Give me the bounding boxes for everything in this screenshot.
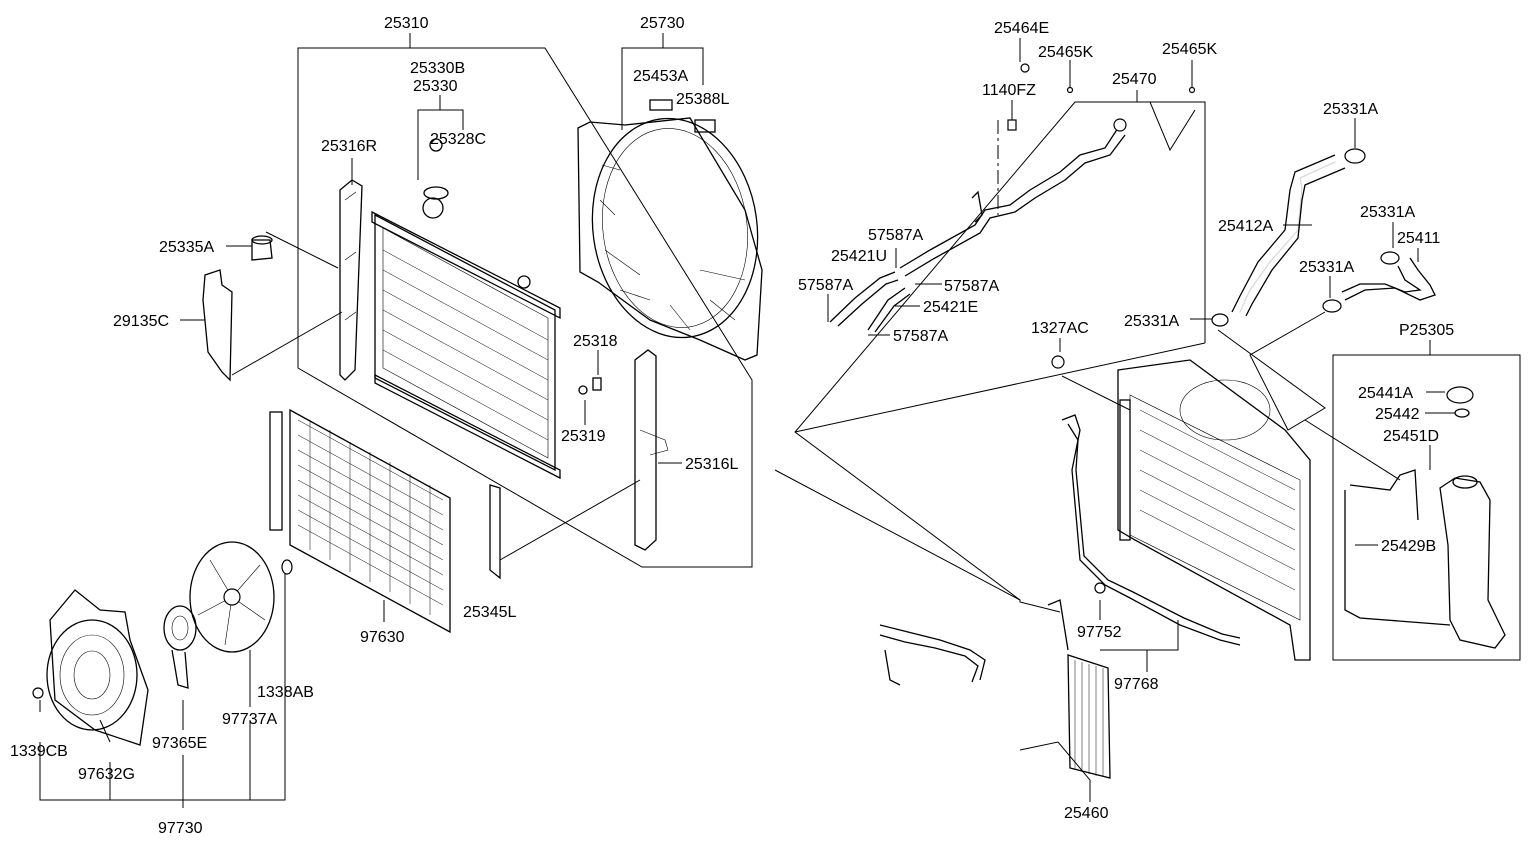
fan-blade-part (189, 541, 275, 653)
clip-part-2 (1188, 86, 1196, 94)
label-25460: 25460 (1064, 805, 1109, 822)
label-25345l: 25345L (463, 604, 516, 621)
oil-cooler-part (1047, 599, 1111, 779)
label-25412a: 25412A (1218, 218, 1273, 235)
label-25331a-mid: 25331A (1360, 204, 1415, 221)
side-seal-left-part (634, 349, 669, 551)
label-25429b: 25429B (1381, 538, 1436, 555)
part-number-labels: 25310 25730 25464E 25465K 25465K 25470 2… (10, 15, 1454, 837)
radiator-assembly-part (1117, 359, 1311, 661)
label-25465k-a: 25465K (1038, 44, 1093, 61)
fan-shroud-part (577, 99, 763, 361)
label-25451d: 25451D (1383, 428, 1439, 445)
label-97737a: 97737A (222, 711, 277, 728)
nut-1327ac-part (1051, 355, 1065, 369)
lower-hose-part (1322, 251, 1436, 313)
label-25730: 25730 (640, 15, 685, 32)
label-1327ac: 1327AC (1031, 320, 1089, 337)
label-29135c: 29135C (113, 313, 169, 330)
label-97752: 97752 (1077, 624, 1122, 641)
bracket-part (489, 484, 501, 580)
label-57587a-3: 57587A (944, 278, 999, 295)
label-25335a: 25335A (159, 239, 214, 256)
label-25388l: 25388L (676, 91, 729, 108)
label-25441a: 25441A (1358, 385, 1413, 402)
label-57587a-2: 57587A (798, 277, 853, 294)
label-25316r: 25316R (321, 138, 377, 155)
label-25331a-top: 25331A (1323, 101, 1378, 118)
overflow-hose-part (1344, 469, 1451, 626)
label-97632g: 97632G (78, 766, 135, 783)
drain-plug-part (578, 377, 602, 395)
transmission-pipe-part (879, 624, 986, 686)
bolt-part (1020, 63, 1030, 73)
label-25331a-r: 25331A (1299, 259, 1354, 276)
label-25330b: 25330B (410, 60, 465, 77)
label-25411: 25411 (1397, 230, 1440, 247)
label-57587a-1: 57587A (868, 227, 923, 244)
label-1339cb: 1339CB (10, 743, 68, 760)
label-1140fz: 1140FZ (982, 82, 1036, 99)
label-97768: 97768 (1114, 676, 1159, 693)
label-25310: 25310 (384, 15, 429, 32)
fan-motor-part (163, 605, 197, 689)
fan-shroud-assembly-part (32, 589, 149, 746)
label-25318: 25318 (573, 333, 618, 350)
label-25464e: 25464E (994, 20, 1049, 37)
label-25421e: 25421E (923, 299, 978, 316)
label-1338ab: 1338AB (257, 684, 314, 701)
label-25331a-l: 25331A (1124, 313, 1179, 330)
radiator-part (371, 186, 561, 480)
label-57587a-4: 57587A (893, 328, 948, 345)
oil-cooler-pipe-part (899, 118, 1127, 277)
reservoir-tank-part (1439, 386, 1506, 649)
label-25316l: 25316L (685, 456, 738, 473)
o-ring-part (429, 138, 443, 152)
air-guard-part (202, 269, 233, 382)
label-97630: 97630 (360, 629, 405, 646)
label-25421u: 25421U (831, 248, 887, 265)
hose-small-part (829, 271, 911, 333)
condenser-part (269, 408, 451, 634)
label-25453a: 25453A (633, 68, 688, 85)
label-25442: 25442 (1375, 406, 1420, 423)
upper-hose-part (1231, 148, 1366, 317)
label-97730: 97730 (158, 820, 203, 837)
label-25328c: 25328C (430, 131, 486, 148)
plug-part (251, 235, 273, 261)
label-97365e: 97365E (152, 735, 207, 752)
side-seal-right-part (339, 179, 363, 381)
label-p25305: P25305 (1399, 322, 1454, 339)
label-25330: 25330 (413, 78, 458, 95)
clip-part (1066, 86, 1074, 94)
label-25465k-b: 25465K (1162, 41, 1217, 58)
hose-clamp-part (1211, 313, 1229, 327)
leader-lines (39, 33, 1521, 808)
bolt-1140fz-part (1007, 119, 1017, 131)
nut-part (281, 559, 293, 575)
ac-pipe-part (1061, 414, 1241, 646)
label-25319: 25319 (561, 428, 606, 445)
label-25470: 25470 (1112, 71, 1157, 88)
